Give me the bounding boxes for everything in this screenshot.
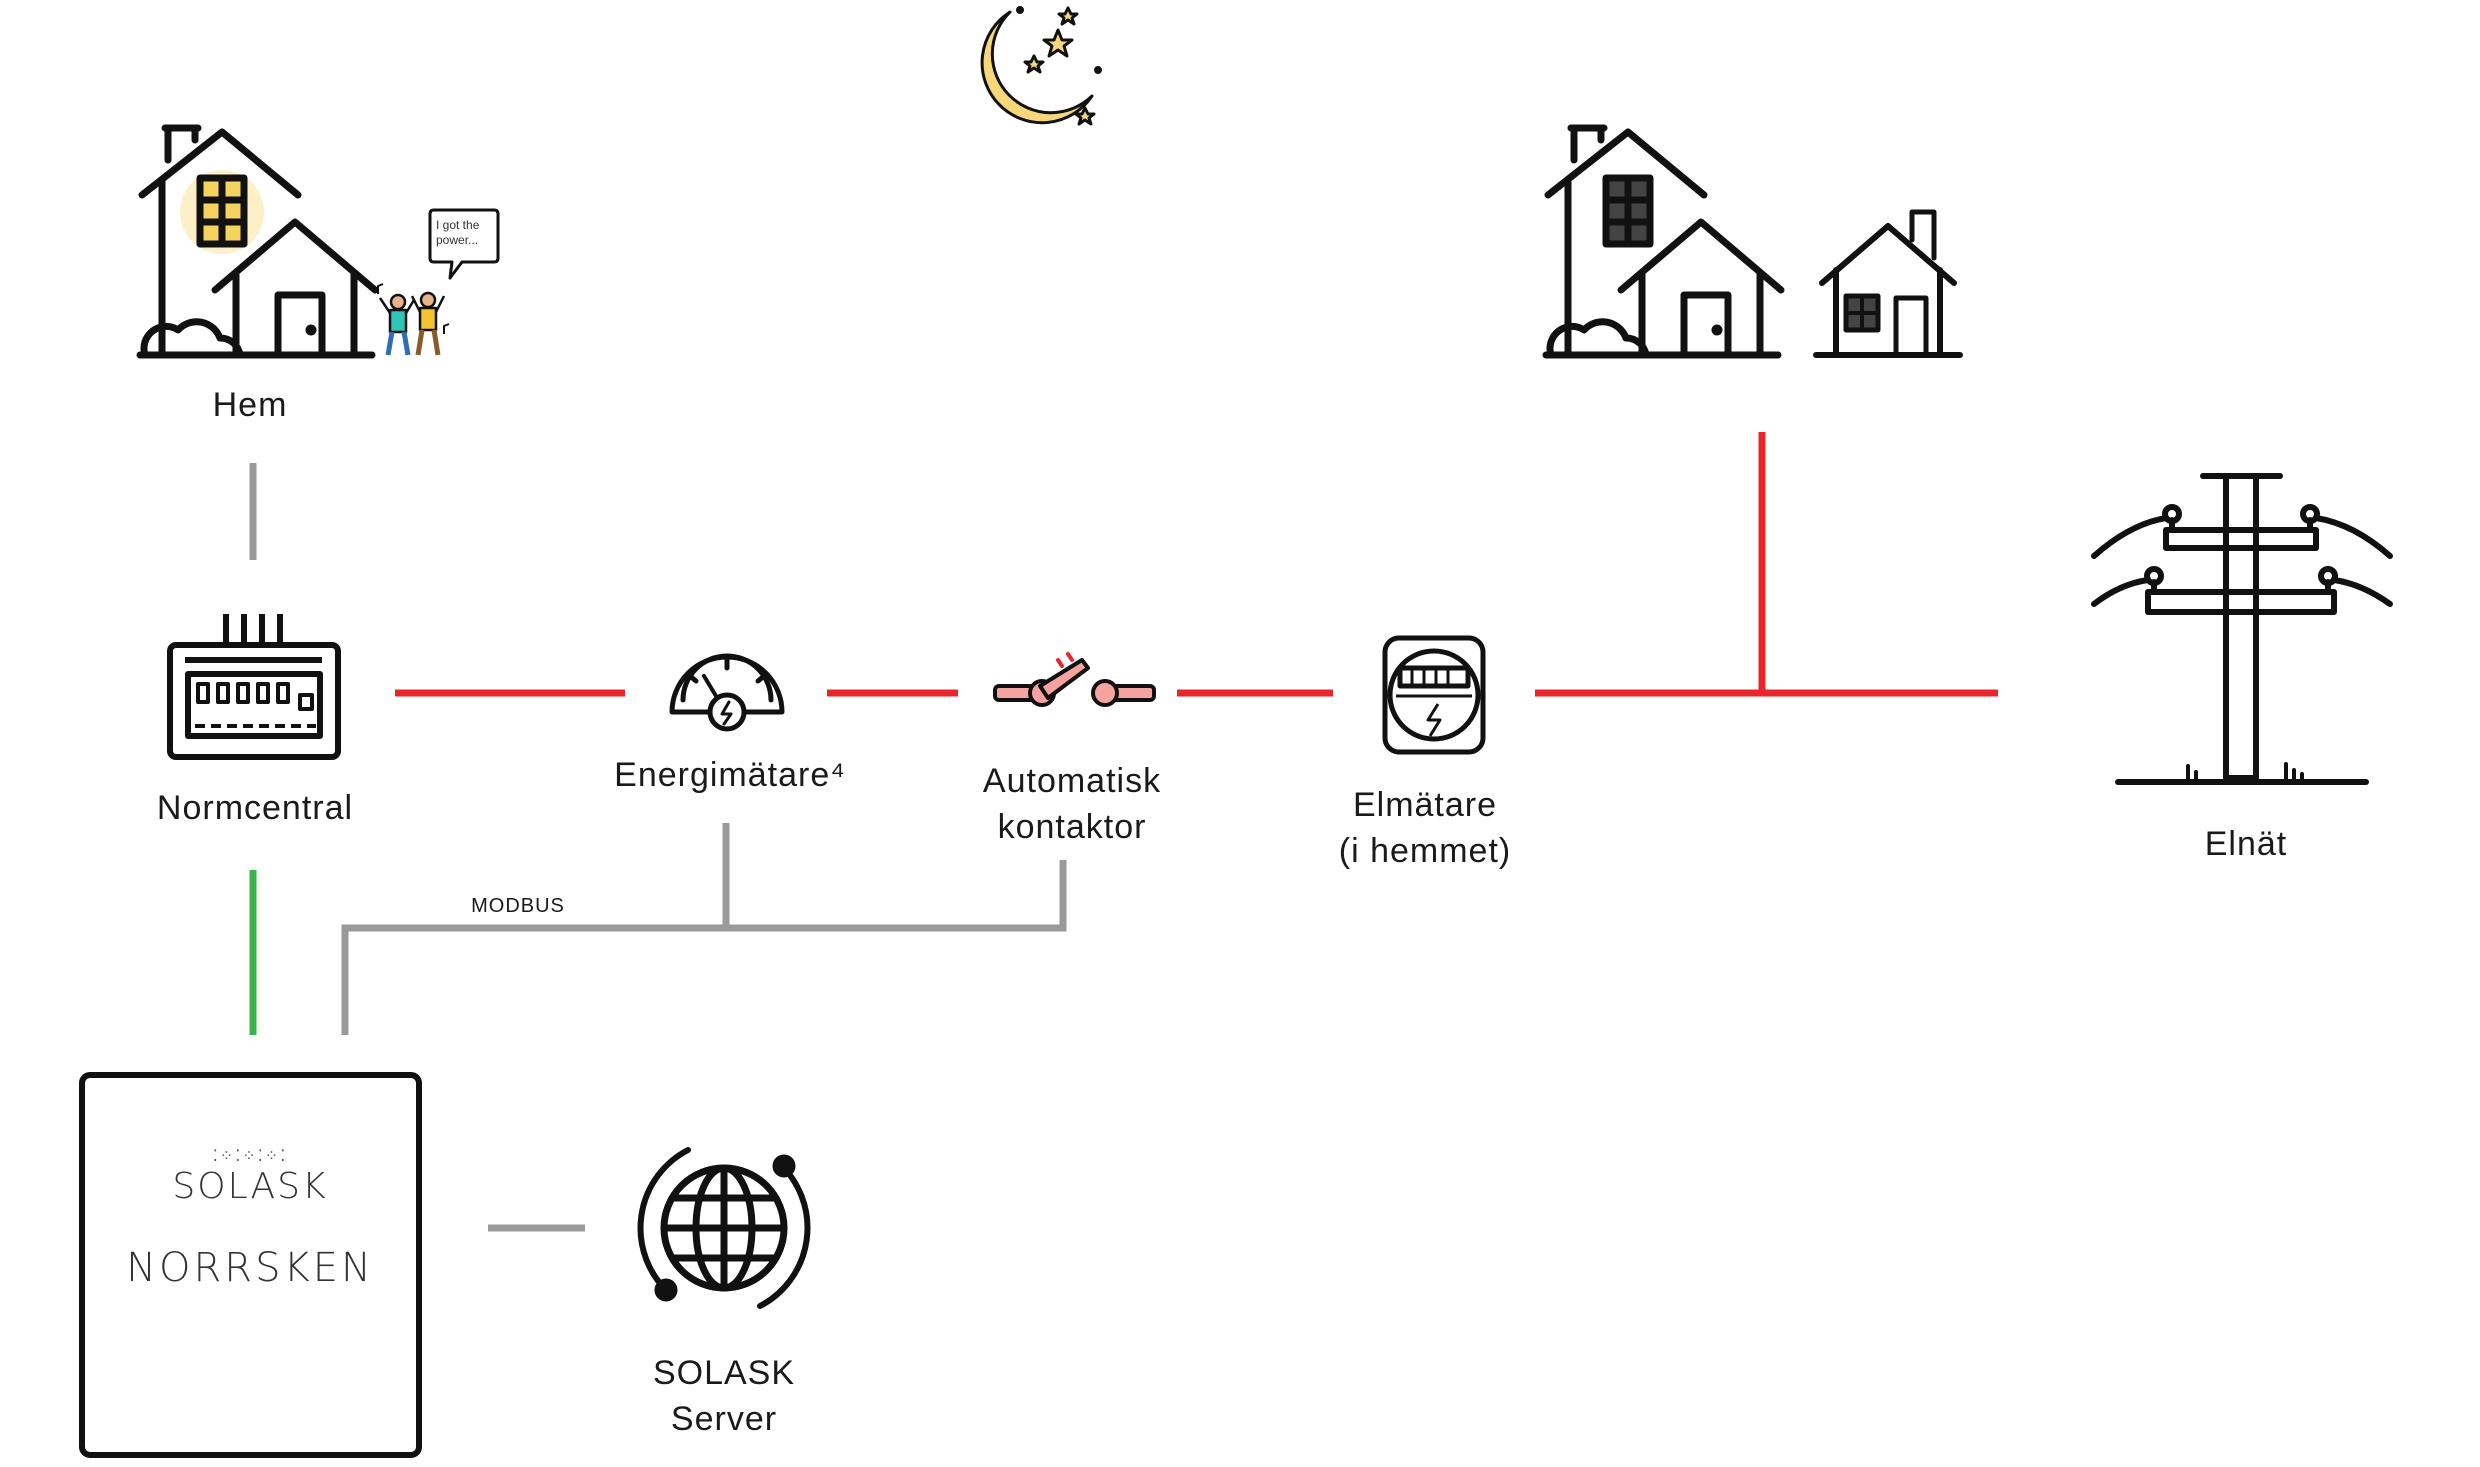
energy-meter-icon xyxy=(669,653,785,732)
label-kontaktor-line2: kontaktor xyxy=(997,808,1147,846)
label-normcentral: Normcentral xyxy=(156,789,354,827)
device-brand: SOLASK xyxy=(172,1166,328,1207)
norrsken-device-box xyxy=(79,1072,422,1458)
label-kontaktor-line1: Automatisk xyxy=(982,762,1162,800)
solask-logo-dots: ⁚⁘⁚⁘⁚⁘⁚ xyxy=(212,1146,288,1165)
label-modbus: MODBUS xyxy=(471,895,565,917)
connections xyxy=(249,432,1998,1232)
modbus-line xyxy=(341,860,1067,1035)
label-server-line1: SOLASK xyxy=(652,1354,796,1392)
label-energimatare: Energimätare⁴ xyxy=(614,756,846,794)
label-hem: Hem xyxy=(212,386,288,424)
device-model: NORRSKEN xyxy=(126,1245,374,1291)
speech-bubble-text: I got the power... xyxy=(436,218,480,247)
power-grid-pole-icon xyxy=(2091,473,2393,785)
neighbor-houses-icon xyxy=(1542,124,1963,359)
globe-server-icon xyxy=(637,1147,811,1309)
contactor-switch-icon xyxy=(993,652,1156,707)
home-icon xyxy=(136,124,379,359)
moon-icon xyxy=(980,6,1102,126)
speech-bubble xyxy=(428,208,500,280)
label-elmatare-line2: (i hemmet) xyxy=(1338,832,1512,870)
home-electricity-meter-icon xyxy=(1382,635,1486,755)
label-elnat: Elnät xyxy=(2204,825,2288,863)
label-server-line2: Server xyxy=(670,1400,778,1438)
dancing-people-icon xyxy=(377,283,450,356)
breaker-panel-icon xyxy=(167,614,341,760)
label-elmatare-line1: Elmätare xyxy=(1352,786,1498,824)
